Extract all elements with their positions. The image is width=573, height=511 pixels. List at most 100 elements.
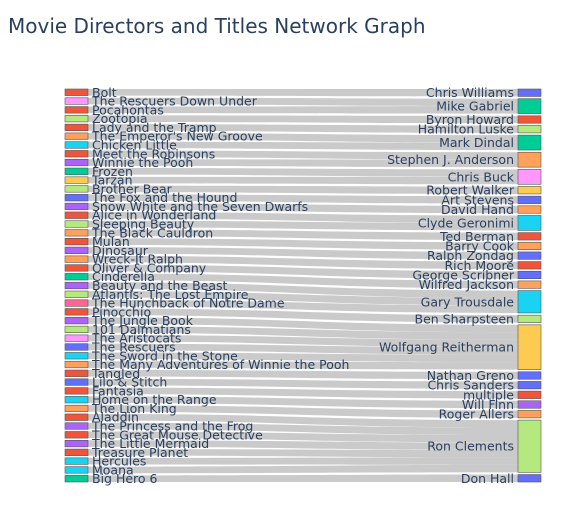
director-label-wilfred-jackson: Wilfred Jackson <box>419 277 514 292</box>
link-beauty-and-the-beast-to-gary-trousdale <box>88 282 518 299</box>
link-the-rescuers-to-wolfgang-reitherman <box>88 343 518 355</box>
link-mulan-to-barry-cook <box>88 238 518 250</box>
movie-node-aladdin <box>64 413 89 421</box>
link-home-on-the-range-to-will-finn <box>88 396 518 409</box>
link-hercules-to-ron-clements <box>88 457 518 465</box>
director-label-mike-gabriel: Mike Gabriel <box>436 99 514 114</box>
director-node-don-hall <box>517 474 542 483</box>
link-the-princess-and-the-frog-to-ron-clements <box>88 422 518 436</box>
link-treasure-planet-to-ron-clements <box>88 449 518 458</box>
movie-label-atlantis-the-lost-empire: Atlantis: The Lost Empire <box>92 287 249 302</box>
movie-node-treasure-planet <box>64 448 89 456</box>
link-the-black-cauldron-to-ted-berman <box>88 229 518 241</box>
director-label-barry-cook: Barry Cook <box>445 238 515 253</box>
link-cinderella-to-wilfred-jackson <box>88 273 518 289</box>
director-label-don-hall: Don Hall <box>461 471 514 486</box>
movie-node-tarzan <box>64 176 89 184</box>
movie-node-fantasia <box>64 387 89 395</box>
director-node-chris-buck <box>517 169 542 185</box>
link-snow-white-and-the-seven-dwarfs-to-david-hand <box>88 203 518 214</box>
link-the-lion-king-to-roger-allers <box>88 405 518 418</box>
director-node-ron-clements <box>517 419 542 473</box>
nodes-layer <box>64 88 542 483</box>
director-node-will-finn <box>517 400 542 409</box>
movie-label-snow-white-and-the-seven-dwarfs: Snow White and the Seven Dwarfs <box>92 199 308 214</box>
movie-label-pinocchio: Pinocchio <box>92 304 151 319</box>
director-label-ted-berman: Ted Berman <box>439 229 514 244</box>
movie-label-the-sword-in-the-stone: The Sword in the Stone <box>91 348 238 363</box>
movie-node-the-jungle-book <box>64 317 89 325</box>
movie-node-the-princess-and-the-frog <box>64 422 89 430</box>
link-fantasia-to-multiple <box>88 387 518 399</box>
link-bolt-to-chris-williams <box>88 89 518 97</box>
director-node-barry-cook <box>517 241 542 251</box>
movie-label-dinosaur: Dinosaur <box>92 243 149 258</box>
director-label-chris-sanders: Chris Sanders <box>427 378 514 393</box>
movie-node-home-on-the-range <box>64 396 89 404</box>
director-node-roger-allers <box>517 410 542 419</box>
movie-node-101-dalmatians <box>64 325 89 334</box>
movie-node-the-fox-and-the-hound <box>64 194 89 202</box>
movie-label-101-dalmatians: 101 Dalmatians <box>92 322 191 337</box>
movie-label-the-hunchback-of-notre-dame: The Hunchback of Notre Dame <box>91 296 285 311</box>
movie-label-hercules: Hercules <box>92 454 146 469</box>
director-node-robert-walker <box>517 186 542 195</box>
director-node-chris-sanders <box>517 381 542 390</box>
director-label-chris-williams: Chris Williams <box>426 85 514 100</box>
chart-title: Movie Directors and Titles Network Graph <box>8 14 426 38</box>
movie-label-the-rescuers: The Rescuers <box>91 339 176 354</box>
movie-node-moana <box>64 466 89 474</box>
movie-node-frozen <box>64 167 89 175</box>
director-node-stephen-j-anderson <box>517 151 542 168</box>
movie-node-dinosaur <box>64 246 89 254</box>
movie-label-tarzan: Tarzan <box>91 173 133 188</box>
movie-node-zootopia <box>64 115 89 123</box>
link-lady-and-the-tramp-to-hamilton-luske <box>88 124 518 133</box>
movie-node-cinderella <box>64 273 89 281</box>
movie-label-zootopia: Zootopia <box>92 111 147 126</box>
movie-label-brother-bear: Brother Bear <box>92 181 173 196</box>
movie-label-the-princess-and-the-frog: The Princess and the Frog <box>91 419 253 434</box>
movie-label-beauty-and-the-beast: Beauty and the Beast <box>92 278 228 293</box>
director-label-stephen-j-anderson: Stephen J. Anderson <box>387 152 514 167</box>
director-node-clyde-geronimi <box>517 215 542 231</box>
director-node-george-scribner <box>517 270 542 280</box>
director-label-hamilton-luske: Hamilton Luske <box>418 122 515 137</box>
link-the-great-mouse-detective-to-ron-clements <box>88 431 518 443</box>
movie-label-the-aristocats: The Aristocats <box>91 331 181 346</box>
movie-node-the-lion-king <box>64 404 89 413</box>
link-the-rescuers-down-under-to-mike-gabriel <box>88 97 518 107</box>
director-node-hamilton-luske <box>517 125 542 134</box>
movie-label-the-emperor-s-new-groove: The Emperor's New Groove <box>91 129 263 144</box>
director-label-robert-walker: Robert Walker <box>426 183 515 198</box>
director-node-ben-sharpsteen <box>517 314 542 323</box>
movie-node-the-rescuers <box>64 343 89 351</box>
link-sleeping-beauty-to-clyde-geronimi <box>88 220 518 231</box>
link-the-little-mermaid-to-ron-clements <box>88 440 518 450</box>
movie-label-lady-and-the-tramp: Lady and the Tramp <box>92 120 217 135</box>
link-dinosaur-to-ralph-zondag <box>88 247 518 260</box>
movie-node-bolt <box>64 88 89 96</box>
movie-node-pocahontas <box>64 106 89 114</box>
link-101-dalmatians-to-wolfgang-reitherman <box>88 326 518 340</box>
movie-node-mulan <box>64 237 89 246</box>
movie-label-meet-the-robinsons: Meet the Robinsons <box>92 146 215 161</box>
movie-label-bolt: Bolt <box>92 85 117 100</box>
link-atlantis-the-lost-empire-to-gary-trousdale <box>88 290 518 306</box>
movie-node-lilo-stitch <box>64 378 89 386</box>
link-tarzan-to-chris-buck <box>88 176 518 185</box>
link-the-many-adventures-of-winnie-the-pooh-to-wolfgang-reitherman <box>88 361 518 370</box>
movie-node-alice-in-wonderland <box>64 211 89 219</box>
movie-node-sleeping-beauty <box>64 220 89 228</box>
movie-node-the-hunchback-of-notre-dame <box>64 299 89 307</box>
director-node-chris-williams <box>517 88 542 97</box>
director-label-multiple: multiple <box>463 387 514 402</box>
movie-node-winnie-the-pooh <box>64 158 89 167</box>
link-the-emperor-s-new-groove-to-mark-dindal <box>88 132 518 143</box>
director-label-gary-trousdale: Gary Trousdale <box>421 294 515 309</box>
link-the-sword-in-the-stone-to-wolfgang-reitherman <box>88 352 518 363</box>
director-node-rich-moore <box>517 261 542 270</box>
movie-label-moana: Moana <box>92 462 134 477</box>
movie-node-the-little-mermaid <box>64 439 89 448</box>
movie-label-the-little-mermaid: The Little Mermaid <box>91 436 209 451</box>
